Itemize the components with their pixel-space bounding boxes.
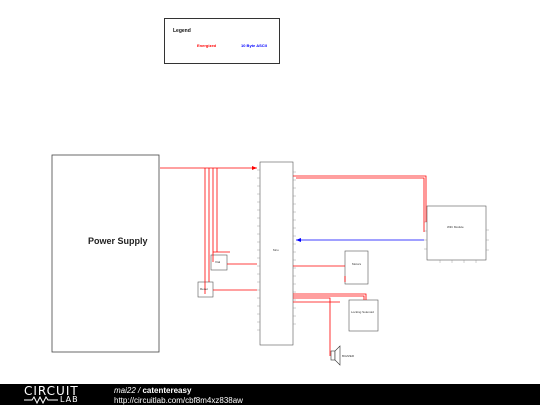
legend-title: Legend xyxy=(173,28,191,34)
buzzer-label: BUZZER xyxy=(342,354,354,358)
schematic-canvas xyxy=(51,51,489,366)
reset-label: Reset xyxy=(200,287,208,291)
mcu-box[interactable] xyxy=(259,161,294,346)
buzzer-symbol[interactable] xyxy=(330,345,341,366)
energized-arrow xyxy=(252,166,257,170)
motors-label: Motors xyxy=(352,262,362,266)
footer-author-line: mai22 / catentereasy xyxy=(114,386,191,395)
power-supply-box[interactable] xyxy=(51,154,160,353)
legend-item-ascii: 10 Byte ASCII xyxy=(241,43,267,48)
resistor-icon xyxy=(24,396,58,404)
footer-circuit-title: catentereasy xyxy=(142,386,192,395)
footer-username[interactable]: mai22 xyxy=(114,386,136,395)
xtal-box[interactable] xyxy=(210,254,228,271)
footer-separator: / xyxy=(135,386,143,395)
logo-text-bottom: LAB xyxy=(60,395,79,404)
mcu-label: Mcu xyxy=(273,248,279,252)
mcu-pins-right xyxy=(293,171,296,325)
locking-solenoid-label: Locking Solenoid xyxy=(351,310,374,314)
reset-box[interactable] xyxy=(197,281,214,298)
logo-text-top: CIRCUIT xyxy=(24,384,79,398)
wifi-module-box[interactable] xyxy=(426,205,487,261)
circuitlab-logo[interactable]: CIRCUIT LAB xyxy=(24,385,94,404)
footer-url[interactable]: http://circuitlab.com/cbf8m4xz838aw xyxy=(114,396,243,405)
legend-box: Legend Energized 10 Byte ASCII xyxy=(164,18,280,64)
energized-wires xyxy=(160,167,427,356)
motors-box[interactable] xyxy=(344,250,369,285)
legend-item-energized: Energized xyxy=(197,43,217,48)
xtal-label: Xtal xyxy=(215,260,221,264)
footer-bar: CIRCUIT LAB mai22 / catentereasy http://… xyxy=(0,384,540,405)
wifi-label: WiFi Module xyxy=(447,225,464,229)
power-supply-label: Power Supply xyxy=(88,236,148,246)
wifi-pins xyxy=(424,221,489,263)
data-wire-arrow xyxy=(296,238,301,242)
locking-solenoid-box[interactable] xyxy=(348,299,379,332)
mcu-pins-left xyxy=(257,169,260,331)
